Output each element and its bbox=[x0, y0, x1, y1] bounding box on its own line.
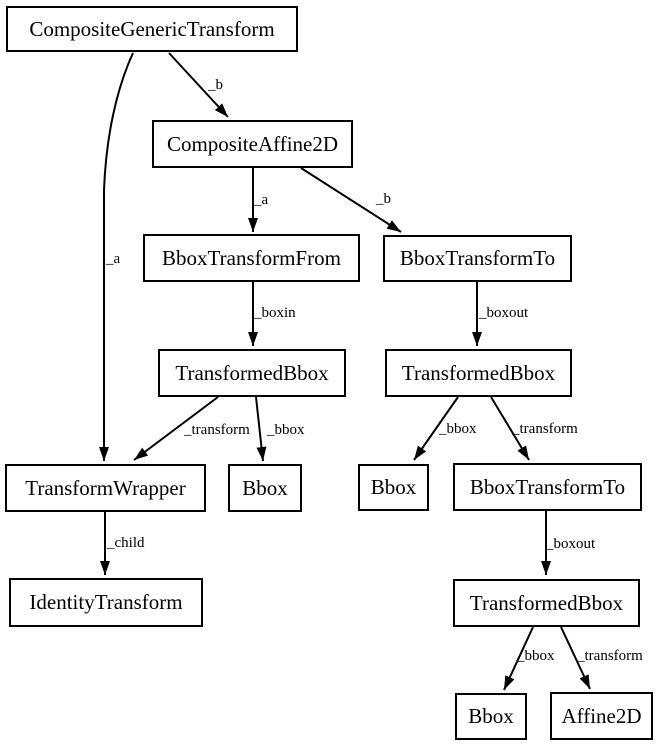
edge-label-transform-bottom: _transform bbox=[577, 648, 643, 664]
node-composite-affine2d: CompositeAffine2D bbox=[152, 120, 353, 168]
edge-ca2d-to-btto1 bbox=[300, 167, 402, 233]
node-bbox-transform-to-1: BboxTransformTo bbox=[383, 235, 572, 282]
edge-label-child: _child bbox=[107, 535, 145, 551]
node-bbox-left: Bbox bbox=[228, 464, 302, 512]
edge-label-transform-left: _transform bbox=[184, 422, 250, 438]
edge-label-boxout-1: _boxout bbox=[479, 305, 529, 321]
edge-tbb-to-bbox bbox=[503, 626, 534, 691]
edge-tbl-to-wrapper bbox=[133, 396, 219, 461]
edge-tbr-to-btto2 bbox=[490, 396, 530, 461]
node-bbox-bottom: Bbox bbox=[455, 693, 527, 740]
node-bbox-transform-from: BboxTransformFrom bbox=[143, 234, 360, 282]
edge-label-a-2: _a bbox=[254, 192, 269, 208]
edge-label-b-2: _b bbox=[376, 191, 391, 207]
node-identity-transform: IdentityTransform bbox=[9, 578, 203, 627]
node-affine2d: Affine2D bbox=[550, 692, 653, 740]
node-transformed-bbox-right: TransformedBbox bbox=[385, 349, 572, 397]
edge-label-bbox-right: _bbox bbox=[439, 421, 477, 437]
edge-label-bbox-bottom: _bbox bbox=[517, 648, 555, 664]
edge-label-boxout-2: _boxout bbox=[546, 536, 596, 552]
edge-label-a-long: _a bbox=[106, 251, 121, 267]
edge-label-transform-right: _transform bbox=[512, 421, 578, 437]
edge-cgt-to-ca2d bbox=[168, 52, 229, 118]
node-transformed-bbox-left: TransformedBbox bbox=[158, 349, 346, 397]
node-transform-wrapper: TransformWrapper bbox=[5, 464, 206, 512]
edge-tbr-to-bbox bbox=[413, 396, 459, 461]
edge-label-b-1: _b bbox=[208, 77, 223, 93]
edge-tbl-to-bbox bbox=[255, 396, 267, 462]
node-bbox-transform-to-2: BboxTransformTo bbox=[453, 463, 642, 511]
node-bbox-right: Bbox bbox=[358, 464, 429, 511]
edge-cgt-to-wrapper bbox=[99, 52, 134, 461]
edge-tbb-to-affine bbox=[560, 626, 591, 690]
edge-label-bbox-left: _bbox bbox=[267, 422, 305, 438]
edge-label-boxin: _boxin bbox=[254, 305, 296, 321]
node-transformed-bbox-bottom: TransformedBbox bbox=[453, 579, 640, 627]
node-composite-generic-transform: CompositeGenericTransform bbox=[6, 6, 298, 52]
